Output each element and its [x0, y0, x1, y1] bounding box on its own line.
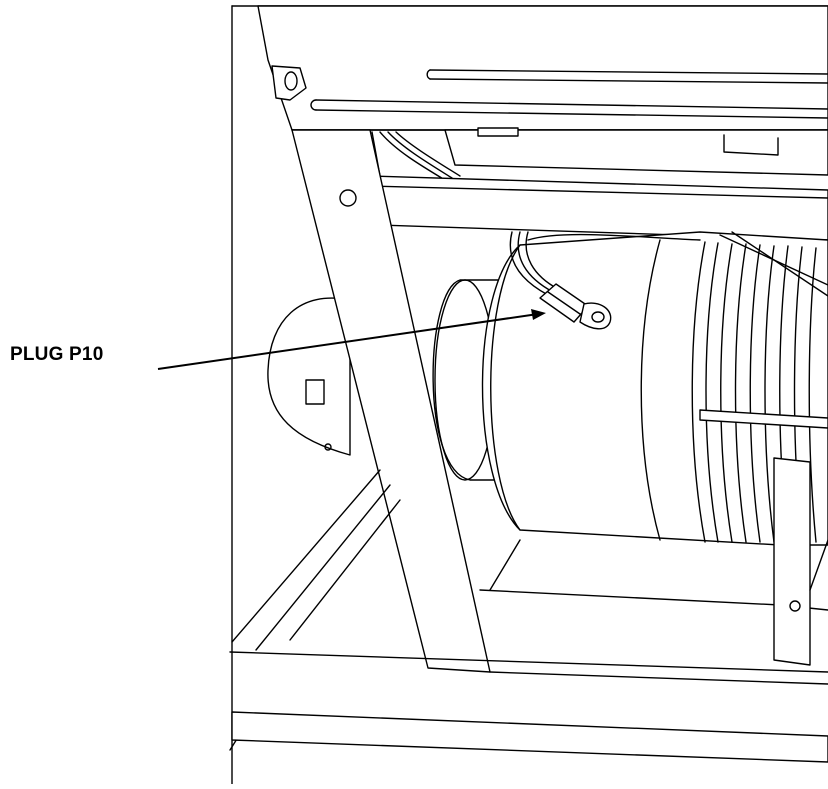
top-panel — [258, 6, 828, 130]
lower-braces — [230, 470, 400, 750]
lower-inner-frame — [230, 540, 828, 684]
motor-endbell — [268, 298, 350, 455]
cross-rail — [370, 176, 828, 240]
panel-brackets — [372, 128, 828, 176]
base-rail — [232, 712, 828, 762]
plug-p10-label: PLUG P10 — [10, 344, 103, 366]
